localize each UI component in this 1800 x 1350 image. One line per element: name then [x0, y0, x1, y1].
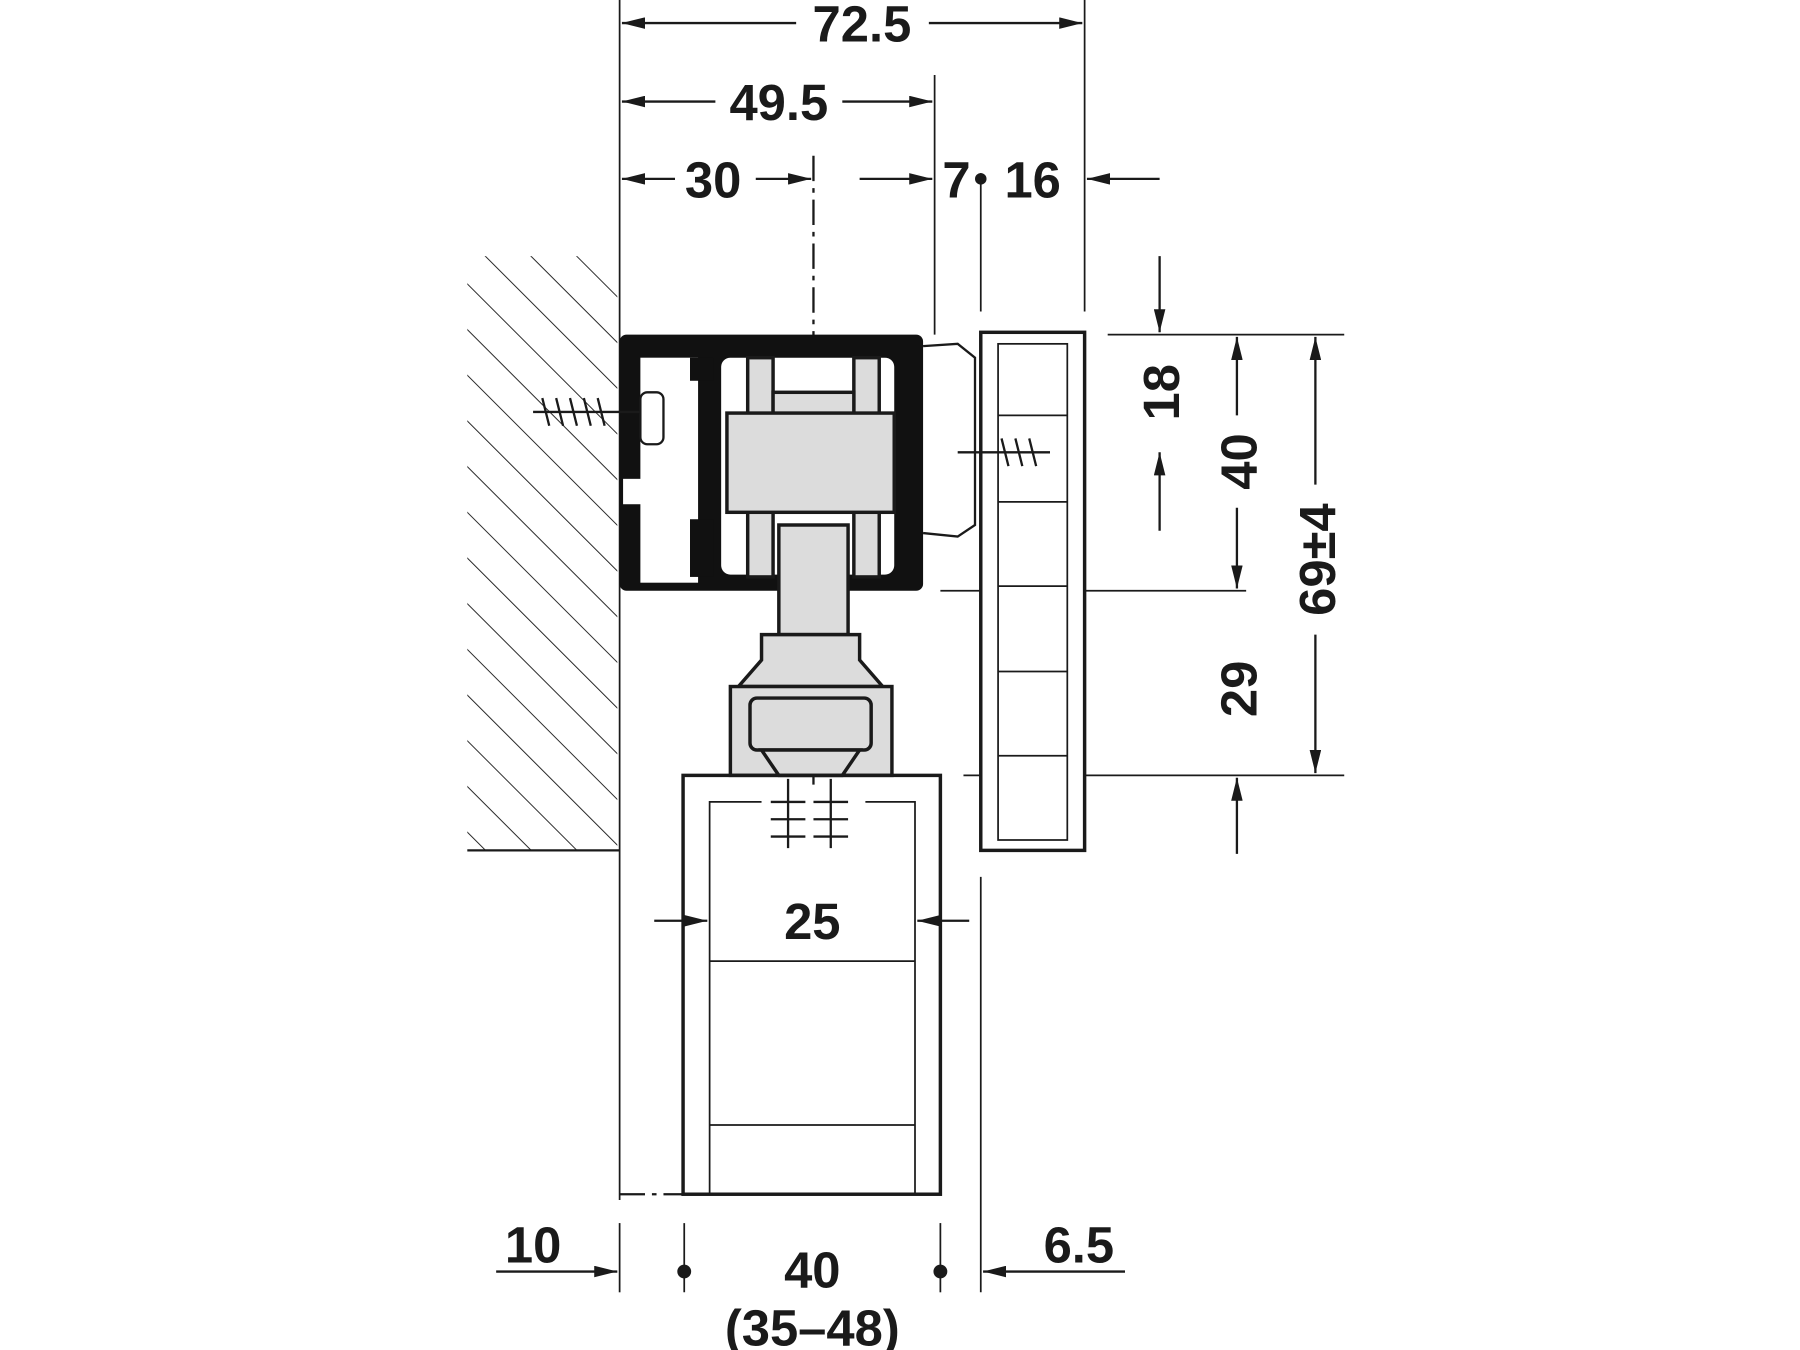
dim-lower-height: 29	[1211, 661, 1268, 717]
dim-rail-height: 40	[1211, 433, 1268, 489]
carriage	[725, 355, 896, 778]
screw-icon	[770, 778, 849, 849]
screw-icon	[957, 438, 1050, 467]
dim-overall-width: 72.5	[813, 0, 912, 53]
dim-door-thickness-range: (35–48)	[725, 1299, 900, 1350]
dim-gap: 7	[942, 151, 970, 208]
cover-panel	[979, 330, 1087, 853]
dim-total-height: 69±4	[1289, 503, 1346, 616]
dim-rail-center: 30	[685, 151, 741, 208]
sliding-door	[681, 773, 943, 1196]
dim-rail-width: 49.5	[729, 74, 828, 131]
wall-hatch	[467, 256, 620, 852]
dim-panel-thickness: 6.5	[1044, 1216, 1115, 1273]
dim-top-offset: 18	[1133, 364, 1190, 420]
dim-wall-offset: 10	[505, 1216, 561, 1273]
dim-door-inner: 25	[784, 893, 840, 950]
screw-icon	[533, 397, 641, 427]
dimension-lines	[496, 17, 1322, 1279]
dim-panel-offset: 16	[1004, 151, 1060, 208]
dim-door-thickness: 40	[784, 1242, 840, 1299]
